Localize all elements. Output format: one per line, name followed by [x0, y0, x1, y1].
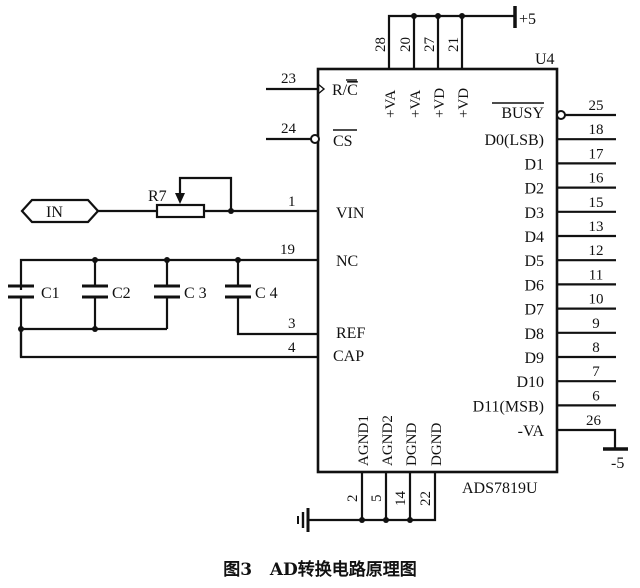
capacitor-label: C2	[112, 285, 131, 302]
pin-name: +VD	[456, 88, 472, 118]
pin-number: 13	[589, 219, 604, 235]
pin-name: AGND1	[356, 415, 372, 466]
pin-number: 11	[589, 267, 603, 283]
pin-name-cs: CS	[333, 133, 353, 150]
pin-number: 6	[592, 388, 600, 404]
pin-name: D0(LSB)	[484, 132, 544, 149]
pin-name: D9	[524, 350, 544, 367]
pin-number: 19	[280, 242, 295, 258]
junction-dot	[359, 517, 365, 523]
pin-number: 12	[589, 243, 604, 259]
capacitor-label: C 3	[184, 285, 207, 302]
junction-dot	[407, 517, 413, 523]
pin-number: 3	[288, 316, 296, 332]
pin-name: D8	[524, 326, 544, 343]
chip-part-label: ADS7819U	[462, 480, 538, 497]
inversion-bubble-icon	[310, 134, 320, 144]
pin-name: BUSY	[501, 105, 544, 122]
junction-dot	[459, 13, 465, 19]
ref-wire	[236, 297, 318, 336]
pin-name: REF	[336, 325, 365, 342]
pin-name: DGND	[429, 423, 445, 466]
junction-dot	[228, 208, 234, 214]
pin-number: 9	[592, 316, 600, 332]
pin-number: 17	[589, 146, 605, 162]
nc-bus-wire	[19, 258, 318, 290]
clock-arrow-icon	[317, 83, 326, 95]
pin-name: -VA	[518, 423, 545, 440]
pin-number: 1	[288, 194, 296, 210]
ground-net	[297, 472, 437, 532]
junction-dot	[92, 326, 98, 332]
resistor-r7-body	[155, 203, 206, 219]
ground-symbol-icon	[297, 508, 310, 532]
chip-ref-label: U4	[535, 51, 555, 68]
pin-number: 23	[281, 71, 296, 87]
pin-number: 28	[373, 37, 389, 52]
pin-name: D5	[524, 253, 544, 270]
capacitor-label: C1	[41, 285, 60, 302]
pin-number: 21	[446, 37, 462, 52]
pin-name: D1	[524, 156, 544, 173]
pin-number: 24	[281, 121, 297, 137]
chip-body	[316, 67, 559, 474]
inversion-bubble-icon	[556, 110, 566, 120]
pin-name: NC	[336, 253, 358, 270]
pin-name: D10	[516, 374, 544, 391]
pin-number: 2	[345, 495, 361, 503]
pin-name-rc: R/C	[332, 82, 358, 99]
input-port-label: IN	[46, 204, 63, 221]
pin-name: +VD	[432, 88, 448, 118]
input-port: IN	[20, 198, 100, 224]
pin-number: 20	[398, 37, 414, 52]
pin-name: +VA	[408, 90, 424, 118]
figure-caption: 图3 AD转换电路原理图	[223, 559, 417, 580]
pin-name: CAP	[333, 348, 364, 365]
vcc-label: +5	[519, 11, 536, 28]
wiper-wire	[178, 176, 233, 211]
resistor-label: R7	[148, 188, 167, 205]
wiper-arrow-icon	[175, 193, 185, 204]
pin-name: D4	[524, 229, 544, 246]
pin-number: 8	[592, 340, 600, 356]
cap-wire	[19, 329, 318, 359]
pin-number: 14	[393, 491, 409, 507]
pin-number: 7	[592, 364, 600, 380]
pin-number: 25	[589, 98, 604, 114]
ground-bus-wire	[308, 472, 437, 522]
pin-name: D11(MSB)	[473, 398, 544, 415]
pin-name: +VA	[383, 90, 399, 118]
junction-dot	[411, 13, 417, 19]
junction-dot	[383, 517, 389, 523]
pin-name: D3	[524, 205, 544, 222]
pin-number: 27	[422, 37, 438, 53]
pin-name: D2	[524, 181, 544, 198]
pin-wire-26	[557, 428, 617, 448]
pin-number: 16	[589, 171, 605, 187]
pin-number: 4	[288, 340, 296, 356]
pin-name: VIN	[336, 205, 365, 222]
pin-name: D6	[524, 277, 544, 294]
top-power-net: +5	[387, 6, 536, 69]
overline-c: C	[347, 82, 358, 99]
pin-name: AGND2	[380, 415, 396, 466]
pin-name: D7	[524, 302, 544, 319]
capacitor-network: C1 C2 C 3 C 4	[8, 257, 318, 359]
pin-number: 5	[369, 495, 385, 503]
pin-name: DGND	[404, 423, 420, 466]
pin-number: 18	[589, 122, 604, 138]
junction-dot	[435, 13, 441, 19]
pin-number: 26	[586, 413, 602, 429]
vcc-bus-wire	[387, 14, 515, 69]
pin-number: 10	[589, 292, 604, 308]
pin-number: 22	[418, 491, 434, 506]
neg-supply-label: -5	[611, 455, 624, 472]
capacitor-label: C 4	[255, 285, 278, 302]
pin-number: 15	[589, 195, 604, 211]
